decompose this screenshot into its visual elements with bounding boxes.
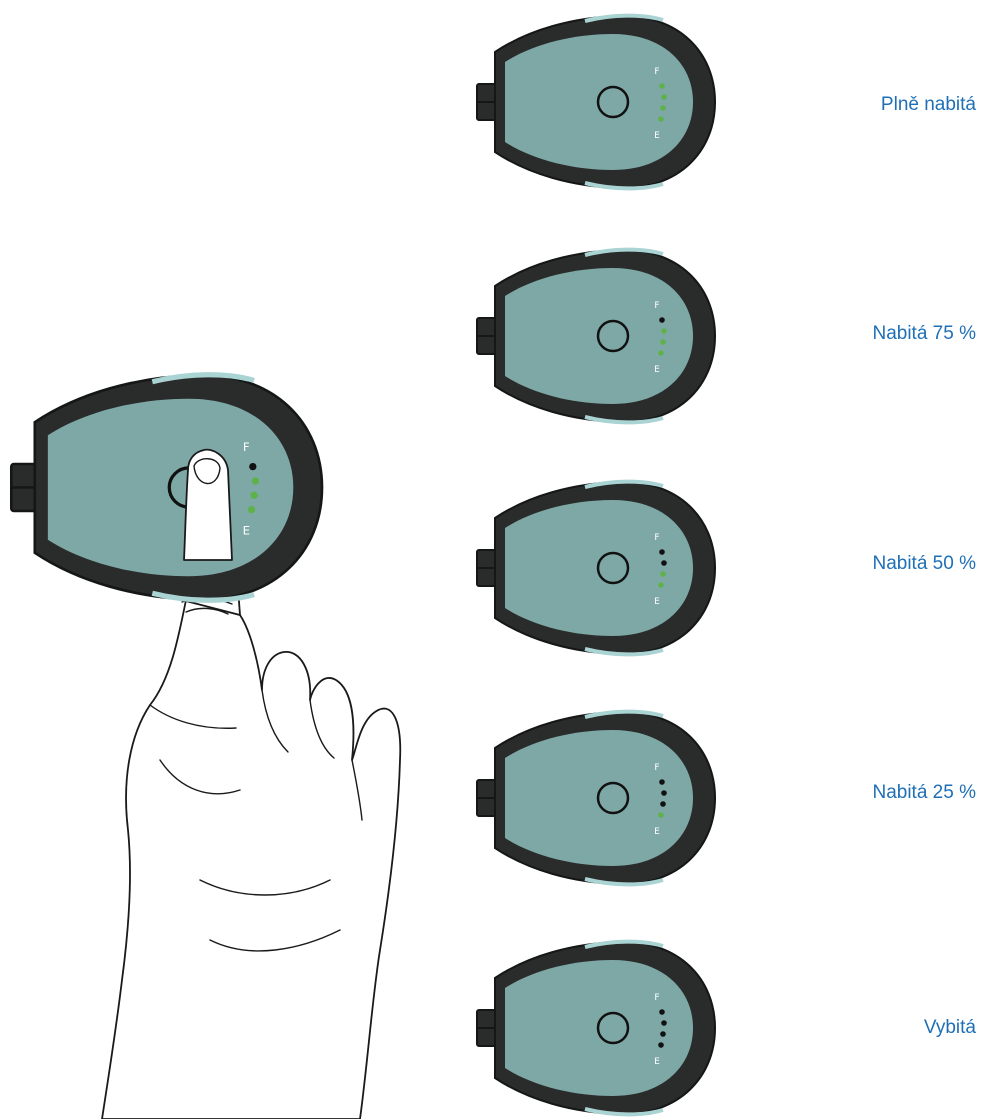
svg-text:E: E xyxy=(654,365,660,375)
battery-pack-icon: F E xyxy=(477,250,715,423)
led-4 xyxy=(658,812,664,818)
svg-text:F: F xyxy=(243,440,250,454)
device-empty: F E xyxy=(473,938,718,1118)
led-1 xyxy=(659,83,665,89)
led-3 xyxy=(660,1031,666,1037)
svg-text:F: F xyxy=(654,67,659,77)
led-3 xyxy=(660,571,666,577)
led-1 xyxy=(659,1009,665,1015)
led-3 xyxy=(660,801,666,807)
svg-text:E: E xyxy=(654,597,660,607)
battery-pack-icon: F E xyxy=(11,375,322,601)
led-2 xyxy=(661,328,667,334)
led-4 xyxy=(658,350,664,356)
status-label-25: Nabitá 25 % xyxy=(872,782,976,804)
svg-text:E: E xyxy=(654,131,660,141)
status-label-full: Plně nabitá xyxy=(881,94,976,116)
led-1 xyxy=(249,463,256,470)
led-3 xyxy=(250,492,257,499)
battery-pack-icon: F E xyxy=(477,942,715,1115)
svg-text:E: E xyxy=(243,524,250,538)
led-4 xyxy=(658,1042,664,1048)
led-1 xyxy=(659,779,665,785)
battery-pack-icon: F E xyxy=(477,482,715,655)
device-full: F E xyxy=(473,12,718,192)
svg-text:F: F xyxy=(654,993,659,1003)
status-label-75: Nabitá 75 % xyxy=(872,323,976,345)
led-2 xyxy=(661,1020,667,1026)
svg-text:E: E xyxy=(654,1057,660,1067)
device-50: F E xyxy=(473,478,718,658)
battery-pack-icon: F E xyxy=(477,712,715,885)
led-2 xyxy=(661,94,667,100)
device-75: F E xyxy=(473,246,718,426)
led-2 xyxy=(661,560,667,566)
battery-pack-icon: F E xyxy=(477,16,715,189)
led-4 xyxy=(658,582,664,588)
led-1 xyxy=(659,549,665,555)
svg-text:F: F xyxy=(654,763,659,773)
led-4 xyxy=(248,506,255,513)
svg-text:F: F xyxy=(654,533,659,543)
svg-text:E: E xyxy=(654,827,660,837)
led-2 xyxy=(252,477,259,484)
led-3 xyxy=(660,105,666,111)
status-label-50: Nabitá 50 % xyxy=(872,553,976,575)
device-25: F E xyxy=(473,708,718,888)
hero-battery-pack: F E xyxy=(6,370,326,605)
led-1 xyxy=(659,317,665,323)
svg-text:F: F xyxy=(654,301,659,311)
led-3 xyxy=(660,339,666,345)
led-4 xyxy=(658,116,664,122)
led-2 xyxy=(661,790,667,796)
status-label-empty: Vybitá xyxy=(924,1017,976,1039)
